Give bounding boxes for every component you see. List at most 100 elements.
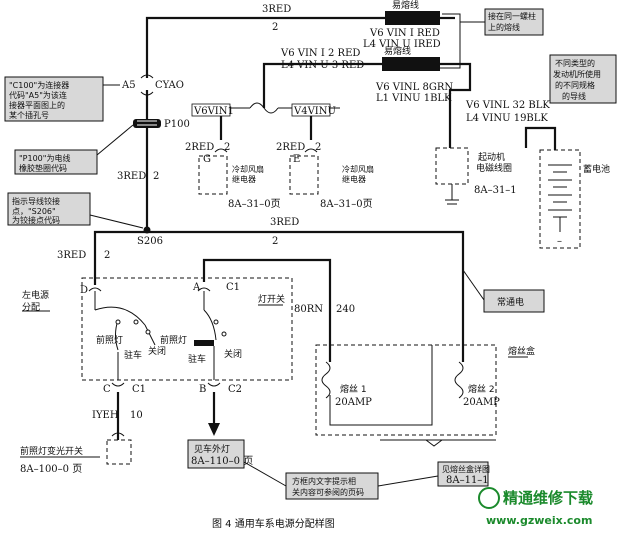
starter-solenoid: 起动机 电磁线圈 8A–31–1 [435,147,517,205]
svg-text:2RED: 2RED [276,142,305,153]
svg-text:2: 2 [224,142,230,153]
svg-text:前照灯: 前照灯 [96,334,123,346]
svg-text:易熔线: 易熔线 [392,0,419,11]
svg-text:关内容可参阅的页码: 关内容可参阅的页码 [292,487,364,497]
svg-text:www.gzweix.com: www.gzweix.com [486,514,592,527]
svg-text:80RN: 80RN [294,304,323,315]
svg-text:2: 2 [272,236,278,247]
svg-text:240: 240 [336,304,355,315]
light-switch: 左电源 分配 灯开关 D A C1 前照灯 前照灯 驻车 关闭 驻车 关闭 C … [22,277,293,395]
svg-text:常通电: 常通电 [497,296,524,308]
svg-text:L4 VIN U IRED: L4 VIN U IRED [363,39,441,50]
svg-text:G: G [203,154,211,165]
svg-text:点，"S206": 点，"S206" [12,207,56,216]
figure-caption: 图 4 通用车系电源分配样图 [212,517,335,530]
fan-relay-2: 2RED 2 E 冷却风扇 继电器 8A–31–0页 [276,142,374,210]
main-wires [93,13,557,440]
fan-relay-1: 2RED 2 G 冷却风扇 继电器 8A–31–0页 [185,142,281,210]
svg-text:–: – [557,236,562,247]
svg-text:精通维修下载: 精通维修下载 [503,489,593,507]
svg-text:前照灯变光开关: 前照灯变光开关 [20,445,83,457]
svg-text:L1 VINU 1BLK: L1 VINU 1BLK [376,93,452,104]
svg-text:8A–11–1: 8A–11–1 [446,475,489,486]
fuse-box: 熔丝盒 熔丝 1 20AMP 熔丝 2 20AMP [315,344,535,447]
svg-text:P100: P100 [164,119,190,130]
battery-icon: – 蓄电池 [539,149,610,249]
svg-text:易熔线: 易熔线 [384,45,411,57]
svg-text:8A–100–0 页: 8A–100–0 页 [20,463,82,475]
svg-text:蓄电池: 蓄电池 [583,163,610,175]
svg-text:20AMP: 20AMP [335,397,372,408]
svg-text:V6 VIN I 2 RED: V6 VIN I 2 RED [280,48,360,59]
svg-text:熔丝 1: 熔丝 1 [340,383,367,395]
s206-note: 指示导线铰接 点，"S206" 为铰接点代码 [7,192,144,229]
svg-text:V6 VINL 8GRN: V6 VINL 8GRN [375,82,453,93]
same-stud-note: 接在同一螺柱 上的熔线 [460,8,544,36]
svg-text:继电器: 继电器 [232,174,256,184]
svg-text:3RED: 3RED [57,250,86,261]
svg-text:V6 VINL 32 BLK: V6 VINL 32 BLK [465,100,550,111]
svg-text:L4 VIN U 3 RED: L4 VIN U 3 RED [281,60,364,71]
svg-text:分配: 分配 [22,302,40,313]
p100-note: "P100"为电线 橡胶垫圈代码 [14,124,134,175]
svg-text:10: 10 [130,410,143,421]
svg-text:驻车: 驻车 [124,349,142,361]
svg-text:A: A [192,282,201,293]
svg-text:V4VINU: V4VINU [293,106,336,117]
svg-text:熔丝盒: 熔丝盒 [508,345,535,357]
svg-text:E: E [293,154,300,165]
svg-text:驻车: 驻车 [188,353,206,365]
fusible-link-2: 易熔线 [382,45,440,71]
svg-text:"P100"为电线: "P100"为电线 [19,153,70,163]
svg-text:继电器: 继电器 [342,174,366,184]
svg-text:某个插孔号: 某个插孔号 [9,110,49,120]
dimmer-switch: IYEH 10 前照灯变光开关 8A–100–0 页 [20,410,143,475]
svg-text:8A–31–0页: 8A–31–0页 [320,198,373,210]
svg-text:接器平面图上的: 接器平面图上的 [9,100,65,110]
wrench-logo-icon [478,487,500,509]
svg-text:2: 2 [153,171,159,182]
svg-text:V6 VIN I RED: V6 VIN I RED [369,28,440,39]
svg-text:电磁线圈: 电磁线圈 [476,162,512,174]
page-ref-note: 方框内文字提示相 关内容可参阅的页码 [243,461,439,500]
svg-text:S206: S206 [137,236,163,247]
svg-text:橡胶垫圈代码: 橡胶垫圈代码 [19,163,67,173]
svg-text:8A–31–0页: 8A–31–0页 [228,198,281,210]
svg-text:见熔丝盒详图: 见熔丝盒详图 [442,464,490,474]
svg-text:"C100"为连接器: "C100"为连接器 [9,80,69,90]
svg-text:方框内文字提示相: 方框内文字提示相 [292,476,356,486]
variant-labels: V6VIN1 V4VINU [191,103,336,117]
arrow-down-icon [208,423,220,436]
svg-text:2: 2 [104,250,110,261]
svg-text:关闭: 关闭 [148,345,166,357]
svg-text:见车外灯: 见车外灯 [194,443,230,455]
fuse-detail-note: 见熔丝盒详图 8A–11–1 [437,461,490,487]
svg-text:2: 2 [315,142,321,153]
svg-text:3RED: 3RED [270,217,299,228]
svg-text:8A–110–0 页: 8A–110–0 页 [191,455,253,467]
svg-text:L4 VINU 19BLK: L4 VINU 19BLK [466,113,548,124]
svg-text:发动机所使用: 发动机所使用 [553,69,601,79]
svg-text:C1: C1 [132,384,146,395]
svg-text:2: 2 [272,22,278,33]
svg-text:C2: C2 [228,384,242,395]
svg-text:V6VIN1: V6VIN1 [193,106,234,117]
splice-s206: S206 [137,226,163,247]
watermark: 精通维修下载 www.gzweix.com [478,487,593,527]
svg-text:8A–31–1: 8A–31–1 [474,185,517,196]
svg-text:熔丝 2: 熔丝 2 [468,383,495,395]
svg-text:的导线: 的导线 [562,91,586,101]
c100-note: "C100"为连接器 代码"A5"为该连 接器平面图上的 某个插孔号 [4,76,120,122]
connector-a5: A5 CYAO [121,74,184,96]
different-wire-note: 不同类型的 发动机所使用 的不同规格 的导线 [549,54,617,104]
svg-text:为铰接点代码: 为铰接点代码 [12,215,60,225]
svg-text:左电源: 左电源 [22,289,49,301]
svg-text:3RED: 3RED [117,171,146,182]
svg-text:A5: A5 [121,80,136,91]
fusible-link-top: 易熔线 [385,0,440,25]
svg-text:前照灯: 前照灯 [160,334,187,346]
svg-text:关闭: 关闭 [224,348,242,360]
svg-text:D: D [80,285,88,296]
svg-text:灯开关: 灯开关 [258,293,285,305]
